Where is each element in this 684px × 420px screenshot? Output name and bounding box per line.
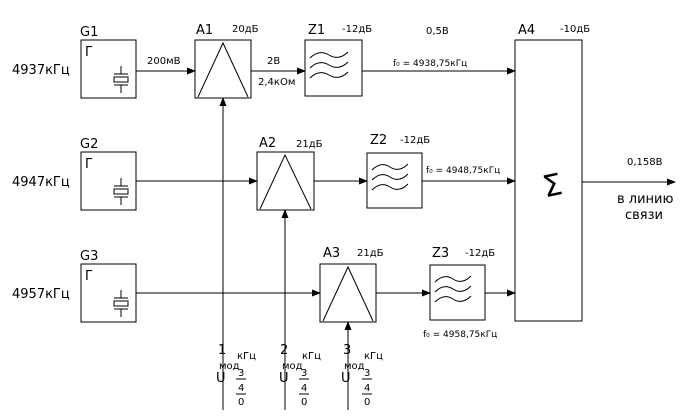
mod-label-digit-bottom: 0 [238, 397, 244, 408]
filter-z1: Z1 -12дБ [304, 23, 372, 97]
crystal-icon [113, 290, 129, 317]
generator-g3-label: G3 [80, 249, 98, 264]
mod-label-unit: кГц [364, 351, 383, 362]
mod-label-sub: мод [282, 361, 303, 372]
amplifier-a2-gain: 21дБ [296, 139, 323, 150]
mod-label-u: U [216, 371, 226, 386]
mod-label-unit: кГц [302, 351, 321, 362]
generator-g1-label: G1 [80, 25, 98, 40]
mod-label-digit-bottom: 0 [364, 397, 370, 408]
crystal-icon [113, 178, 129, 205]
mod-label-sub: мод [344, 361, 365, 372]
center-freq-3: f₀ = 4958,75кГц [423, 330, 497, 340]
generator-g3: G3 Г [80, 249, 137, 323]
filter-z2-loss: -12дБ [400, 135, 430, 146]
a1-output-voltage: 2В [267, 56, 280, 67]
generator-g2: G2 Г [80, 137, 137, 211]
mod-label-digit-mid: 4 [364, 383, 370, 394]
amplifier-a3-gain: 21дБ [357, 248, 384, 259]
filter-waves-icon [371, 163, 409, 191]
mod-label-u: U [279, 371, 289, 386]
amplifier-a1-gain: 20дБ [232, 24, 259, 35]
input-freq-1: 4937кГц [12, 63, 70, 78]
amplifier-a1: A1 20дБ [194, 23, 259, 99]
generator-g1: G1 Г [80, 25, 137, 99]
output-label-line2: связи [625, 208, 663, 223]
mod-label-sub: мод [219, 361, 240, 372]
output-voltage: 0,158В [627, 157, 663, 168]
summer-label: A4 [518, 23, 535, 38]
mod-label-digit-top: 3 [238, 368, 244, 379]
output-label-line1: в линию [617, 192, 674, 207]
filter-waves-icon [309, 51, 349, 79]
triangle-icon [259, 153, 312, 210]
filter-z1-label: Z1 [308, 23, 325, 38]
triangle-icon [322, 265, 374, 322]
mod-label-unit: кГц [237, 351, 256, 362]
center-freq-1: f₀ = 4938,75кГц [393, 59, 467, 69]
generator-g1-symbol: Г [85, 45, 93, 60]
generator-g2-label: G2 [80, 137, 98, 152]
line1-voltage: 0,5В [426, 26, 449, 37]
amplifier-a1-label: A1 [196, 23, 213, 38]
mod-label-1: 1 U мод кГц 3 4 0 [216, 343, 256, 408]
generator-g3-symbol: Г [85, 269, 93, 284]
mod-label-digit-top: 3 [364, 368, 370, 379]
mod-label-3: 3 U мод кГц 3 4 0 [341, 343, 383, 408]
summer-a4: A4 -10дБ Σ [514, 23, 590, 322]
amplifier-a2: A2 21дБ [256, 136, 323, 211]
mod-label-index: 1 [218, 343, 226, 358]
mod-label-digit-top: 3 [301, 368, 307, 379]
input-freq-2: 4947кГц [12, 175, 70, 190]
filter-z2: Z2 -12дБ [366, 133, 430, 209]
filter-waves-icon [434, 275, 472, 303]
a1-output-impedance: 2,4кОм [258, 77, 295, 88]
amplifier-a2-label: A2 [259, 136, 276, 151]
amplifier-a3: A3 21дБ [319, 246, 384, 323]
filter-z3-loss: -12дБ [465, 248, 495, 259]
center-freq-2: f₀ = 4948,75кГц [426, 166, 500, 176]
g1-output-voltage: 200мВ [147, 56, 181, 67]
mod-label-index: 3 [343, 343, 351, 358]
triangle-icon [197, 41, 249, 98]
summer-gain: -10дБ [560, 24, 590, 35]
crystal-icon [113, 66, 129, 93]
mod-label-index: 2 [280, 343, 288, 358]
generator-g2-symbol: Г [85, 157, 93, 172]
filter-z1-loss: -12дБ [342, 24, 372, 35]
mod-label-digit-mid: 4 [301, 383, 307, 394]
input-freq-3: 4957кГц [12, 287, 70, 302]
mod-label-digit-mid: 4 [238, 383, 244, 394]
mod-label-2: 2 U мод кГц 3 4 0 [279, 343, 321, 408]
filter-z3-label: Z3 [432, 246, 449, 261]
mod-label-u: U [341, 371, 351, 386]
mod-label-digit-bottom: 0 [301, 397, 307, 408]
filter-z3: Z3 -12дБ [429, 246, 495, 321]
amplifier-a3-label: A3 [323, 246, 340, 261]
filter-z2-label: Z2 [370, 133, 387, 148]
